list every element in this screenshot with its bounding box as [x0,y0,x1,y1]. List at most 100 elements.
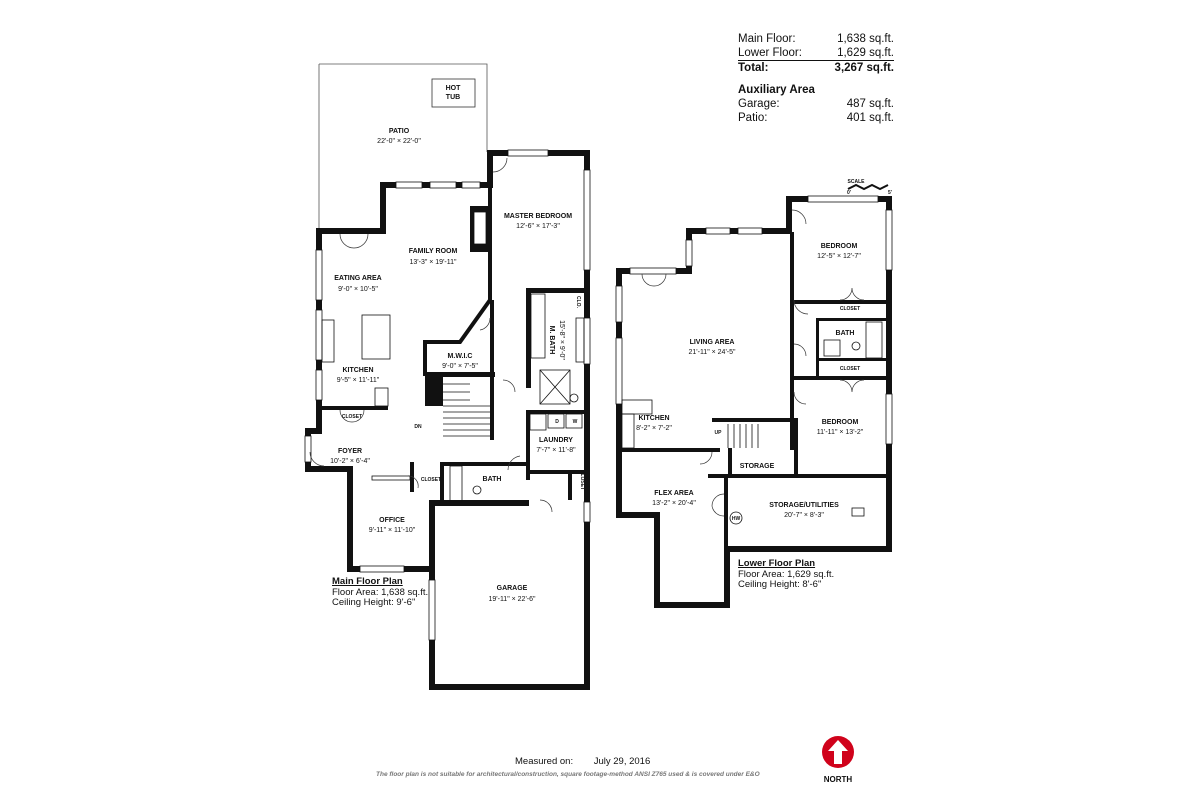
kitchen-counter [621,413,635,449]
auxiliary-area-title: Auxiliary Area [738,84,815,96]
door [492,157,508,173]
window [583,317,591,365]
main-floor-ceiling: Ceiling Height: 9'-6" [332,597,416,608]
window [615,285,623,323]
closet-doors [339,409,365,423]
shower-drain [539,369,571,405]
wall [794,300,886,304]
window [629,267,677,275]
main-bath-label: BATH [483,476,502,483]
door-threshold [371,475,411,481]
hot-tub [431,78,476,108]
family-room-label: FAMILY ROOM [409,248,458,255]
closet-doors [839,379,865,393]
storage-utilities-dimensions: 20'-7" × 8'-3" [784,512,824,519]
scale-min: 0' [847,190,851,196]
wall [440,462,526,466]
main-floor-row: Main Floor: 1,638 sq.ft. [738,32,894,46]
kitchen-dimensions: 9'-5" × 11'-11" [337,377,380,384]
window [507,149,549,157]
door [793,343,807,357]
window [315,369,323,401]
window [428,579,436,641]
electrical-panel [851,507,865,517]
north-label: NORTH [823,775,853,784]
window [359,565,405,573]
main-floor-info: Main Floor Plan Floor Area: 1,638 sq.ft.… [332,576,428,609]
storage-label: STORAGE [740,463,775,470]
wall [526,288,584,293]
laundry-dimensions: 7'-7" × 11'-8" [536,447,576,454]
stairs-up-label: UP [715,430,723,436]
vanity [530,293,546,359]
laundry-sink [529,413,547,431]
door [507,455,521,471]
kitchen-island [361,314,391,360]
bathtub [449,465,463,503]
wall [347,472,353,572]
window [315,309,323,361]
window [461,181,481,189]
master-bedroom-label: MASTER BEDROOM [504,213,572,220]
wall [816,318,886,321]
wall [429,500,529,506]
scale-max: 5' [888,190,892,196]
wall [316,228,386,234]
lower-floor-plan: SCALE 0' 5' [615,179,893,608]
wall [622,448,720,452]
hot-tub-label-top: HOT [446,85,462,92]
bedroom-1-label: BEDROOM [821,243,858,250]
wall [616,512,660,518]
kitchen-counter [321,319,335,363]
wall [526,410,530,480]
lower-floor-area: Floor Area: 1,629 sq.ft. [738,568,835,580]
area-summary: Main Floor: 1,638 sq.ft. Lower Floor: 1,… [738,32,894,125]
hot-tub-label-bottom: TUB [446,94,460,101]
walk-in-closet-label: M.W.I.C [448,353,473,360]
door [791,209,807,225]
window [429,181,457,189]
stair-landing [425,376,443,406]
wall [568,474,572,500]
walk-in-closet-dimensions: 9'-0" × 7'-5" [442,363,478,370]
wall [490,300,494,440]
patio-french-doors [339,233,369,249]
door [479,317,491,331]
north-arrow-icon [822,736,854,768]
patio-value: 401 sq.ft. [846,112,894,124]
flex-area-dimensions: 13'-2" × 20'-4" [652,500,696,507]
foyer-closet-label: CLOSET [421,477,441,483]
window [583,169,591,271]
wall [654,602,730,608]
toilet [851,341,861,351]
main-floor-plan: HOT TUB PATIO 22'-0" × 22'-0" MASTER BED… [304,63,591,690]
patio-row: Patio: 401 sq.ft. [738,111,894,125]
lower-floor-title: Lower Floor Plan [738,558,816,569]
door [699,451,713,465]
window [705,227,731,235]
hot-water-tank [729,511,743,525]
patio-label: PATIO [389,128,410,135]
laundry-closet-label: CLOSET [579,470,585,490]
door [539,499,553,513]
wall [724,478,728,546]
north-indicator: NORTH [820,735,856,784]
master-closet-label: CLO. [575,296,581,309]
door [793,299,809,315]
eating-area-label: EATING AREA [334,275,381,282]
disclaimer: The floor plan is not suitable for archi… [376,771,760,778]
stairs-down-label: DN [414,424,422,430]
master-bath-label: M. BATH [548,326,555,355]
lower-bath-label: BATH [836,330,855,337]
measured-on: Measured on: July 29, 2016 [515,756,650,767]
lower-kitchen-label: KITCHEN [638,415,669,422]
wall [724,546,730,608]
wall [654,512,660,608]
main-floor-label: Main Floor: [738,33,796,45]
window [885,393,893,445]
storage-doors [711,493,725,517]
total-label: Total: [738,62,769,74]
front-door [309,451,325,467]
measured-date: July 29, 2016 [593,756,651,767]
